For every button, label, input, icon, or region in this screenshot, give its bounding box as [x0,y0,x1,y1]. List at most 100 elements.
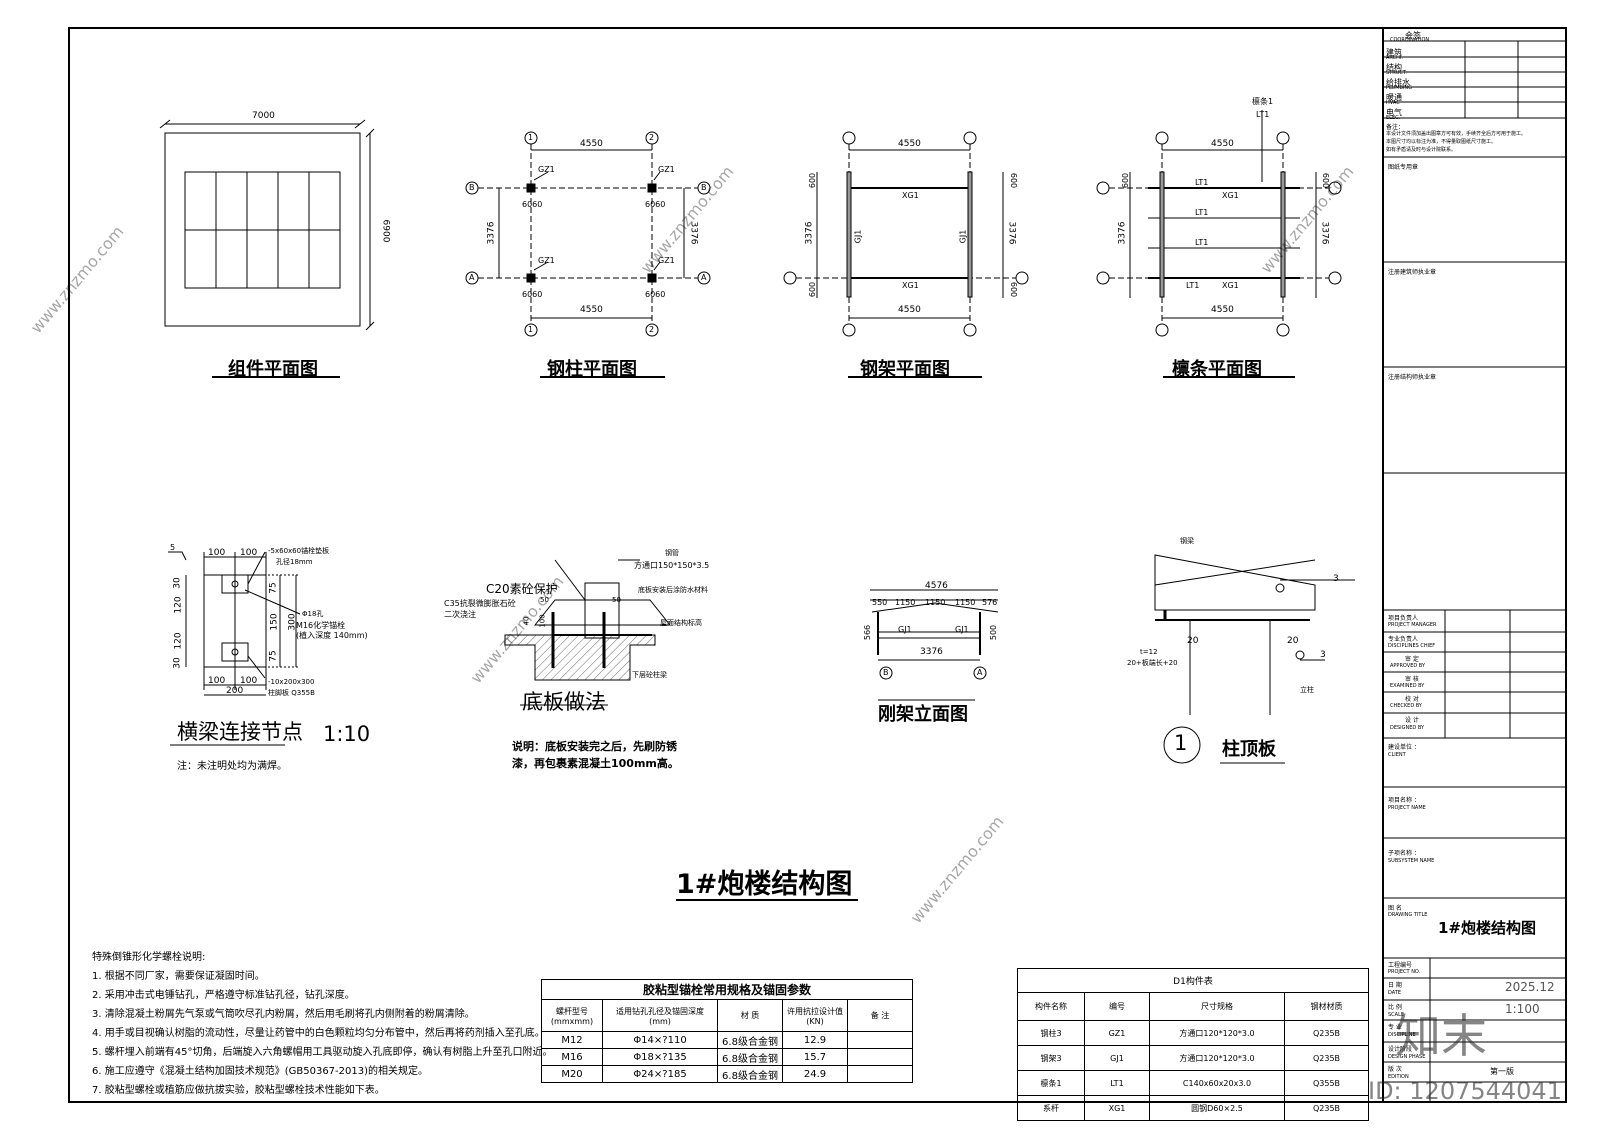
column-top-title: 柱顶板 [1222,739,1276,760]
tb-date-value: 2025.12 [1505,980,1555,994]
tb-coord-cn: 建筑 [1386,48,1402,57]
axis-2: 2 [649,133,655,142]
tb-role-cn: 审 核 [1405,676,1419,683]
special-note-line: 2. 采用冲击式电锤钻孔，严格遵守标准钻孔径，钻孔深度。 [92,990,355,1001]
special-note-line: 6. 施工应遵守《混凝土结构加固技术规范》(GB50367-2013)的相关规定… [92,1066,429,1077]
base-l3: 下层砼柱梁 [632,671,667,679]
purlin-plan-title: 檩条平面图 [1172,359,1262,380]
joint-d30: 30 [172,657,183,669]
anchor-cell: Φ24×?185 [602,1065,718,1083]
axis-1: 1 [528,325,534,334]
top-t: t=12 [1140,648,1158,656]
table-row: 钢架3 GJ1 方通口120*120*3.0 Q235B [1017,1045,1369,1071]
tb-project-cn: 项目名称 ： [1388,797,1420,804]
tb-project-en: PROJECT NAME [1388,805,1426,811]
tb-coord-cn: 电气 [1386,108,1402,117]
table-row: M20 Φ24×?185 6.8级合金钢 24.9 [541,1065,913,1083]
member-cell: Q235B [1284,1095,1369,1121]
frame-offset: 600 [808,281,818,298]
joint-d100: 100 [208,676,226,686]
tb-coord-cn: 暖通 [1386,93,1402,102]
frame-elevation-title: 刚架立面图 [878,704,968,725]
tb-projno-en: PROJECT NO. [1388,969,1421,975]
elev-d500: 500 [989,624,999,641]
beam-joint-title: 横梁连接节点 [177,720,303,744]
joint-d100: 100 [240,676,258,686]
frame-plan-title: 钢架平面图 [860,359,950,380]
column-plan [465,131,711,378]
tb-role-en: DESIGNED BY [1390,725,1425,731]
frame-girder-gj1: GJ1 [958,229,968,244]
beam-joint-scale: 1:10 [323,722,371,746]
tb-drawing-title: 1#炮楼结构图 [1438,919,1537,937]
elev-gj1: GJ1 [955,625,969,634]
tb-discipline-en: DISCIPLINE [1388,1032,1416,1038]
purlin-dim-left: 3376 [1117,221,1128,245]
frame-offset: 600 [1009,172,1019,189]
tb-scale-cn: 比 例 [1388,1004,1402,1011]
member-header: 构件名称 [1017,992,1085,1021]
purlin-offset: 600 [1121,172,1131,189]
component-plan [159,119,375,378]
joint-d30: 30 [172,577,183,589]
elev-d1150: 1150 [925,598,946,607]
tb-role-cn: 校 对 [1405,696,1419,703]
tb-coord-cn: 结构 [1386,63,1402,72]
joint-d75: 75 [268,582,279,594]
tb-coord-en: ELEC. [1386,115,1401,121]
tb-dwg-title-en: DRAWING TITLE [1388,912,1428,918]
axis-2: 2 [649,325,655,334]
purlin-dim-top: 4550 [1211,139,1234,149]
purlin-beam-xg1: XG1 [1222,191,1239,200]
top-slope: 3 [1333,574,1339,584]
special-notes-heading: 特殊倒锥形化学螺栓说明: [92,952,206,963]
elev-d550: 550 [872,598,888,607]
member-cell: 方通口120*120*3.0 [1149,1045,1285,1071]
member-cell: 系杆 [1017,1095,1085,1121]
member-header: 编号 [1084,992,1150,1021]
anchor-cell: 15.7 [782,1048,848,1066]
top-d20: 20 [1287,636,1299,646]
purlin-callout: 檩条1 [1252,97,1274,106]
tb-dwg-title-cn: 图 名 [1388,905,1402,912]
tb-scale-en: SCALE [1388,1012,1405,1018]
member-cell: LT1 [1084,1070,1150,1096]
purlin-plan [1096,110,1342,378]
anchor-cell: M16 [541,1048,603,1066]
purlin-dim-bottom: 4550 [1211,305,1234,315]
tb-role-en: APPROVED BY [1390,663,1426,669]
tb-subsystem-en: SUBSYSTEM NAME [1388,858,1435,864]
anchor-cell: 6.8级合金钢 [717,1048,783,1066]
anchor-cell: Φ18×?135 [602,1048,718,1066]
column-dim-left: 3376 [486,221,497,245]
column-label-gz1: GZ1 [538,256,555,265]
base-plate-detail [504,559,672,706]
frame-dim-left: 3376 [804,221,815,245]
joint-lbl-bolt-depth: (植入深度 140mm) [296,631,368,640]
tb-coord-en: PLUMBING [1386,85,1413,91]
column-size: 6060 [645,200,666,209]
beam-joint [168,551,301,746]
title-block-grid [1382,27,1567,1103]
frame-girder-gj1: GJ1 [853,229,863,244]
frame-offset: 600 [808,172,818,189]
frame-dim-bottom: 4550 [898,305,921,315]
member-cell: Q235B [1284,1020,1369,1046]
tb-role-cn: 项目负责人 [1388,615,1419,622]
tb-subsystem-cn: 子项名称 ： [1388,850,1420,857]
top-t2: 20+板端长+20 [1127,659,1178,667]
elev-gj1: GJ1 [898,625,912,634]
frame-dim-top: 4550 [898,139,921,149]
table-row: M16 Φ18×?135 6.8级合金钢 15.7 [541,1048,913,1066]
tb-coord-en: STRUCT. [1386,70,1407,76]
tb-coord-en: ARCHI. [1386,55,1403,61]
tb-seal1: 图纸专用章 [1388,164,1419,171]
column-dim-bottom: 4550 [580,305,603,315]
anchor-header: 适用钻孔孔径及锚固深度 (mm) [602,999,718,1032]
tb-seal3: 注册结构师执业章 [1388,374,1437,381]
tb-role-en: PROJECT MANAGER [1388,622,1437,628]
joint-d200: 200 [226,686,244,696]
top-slope: 3 [1320,650,1326,660]
anchor-cell: 6.8级合金钢 [717,1065,783,1083]
